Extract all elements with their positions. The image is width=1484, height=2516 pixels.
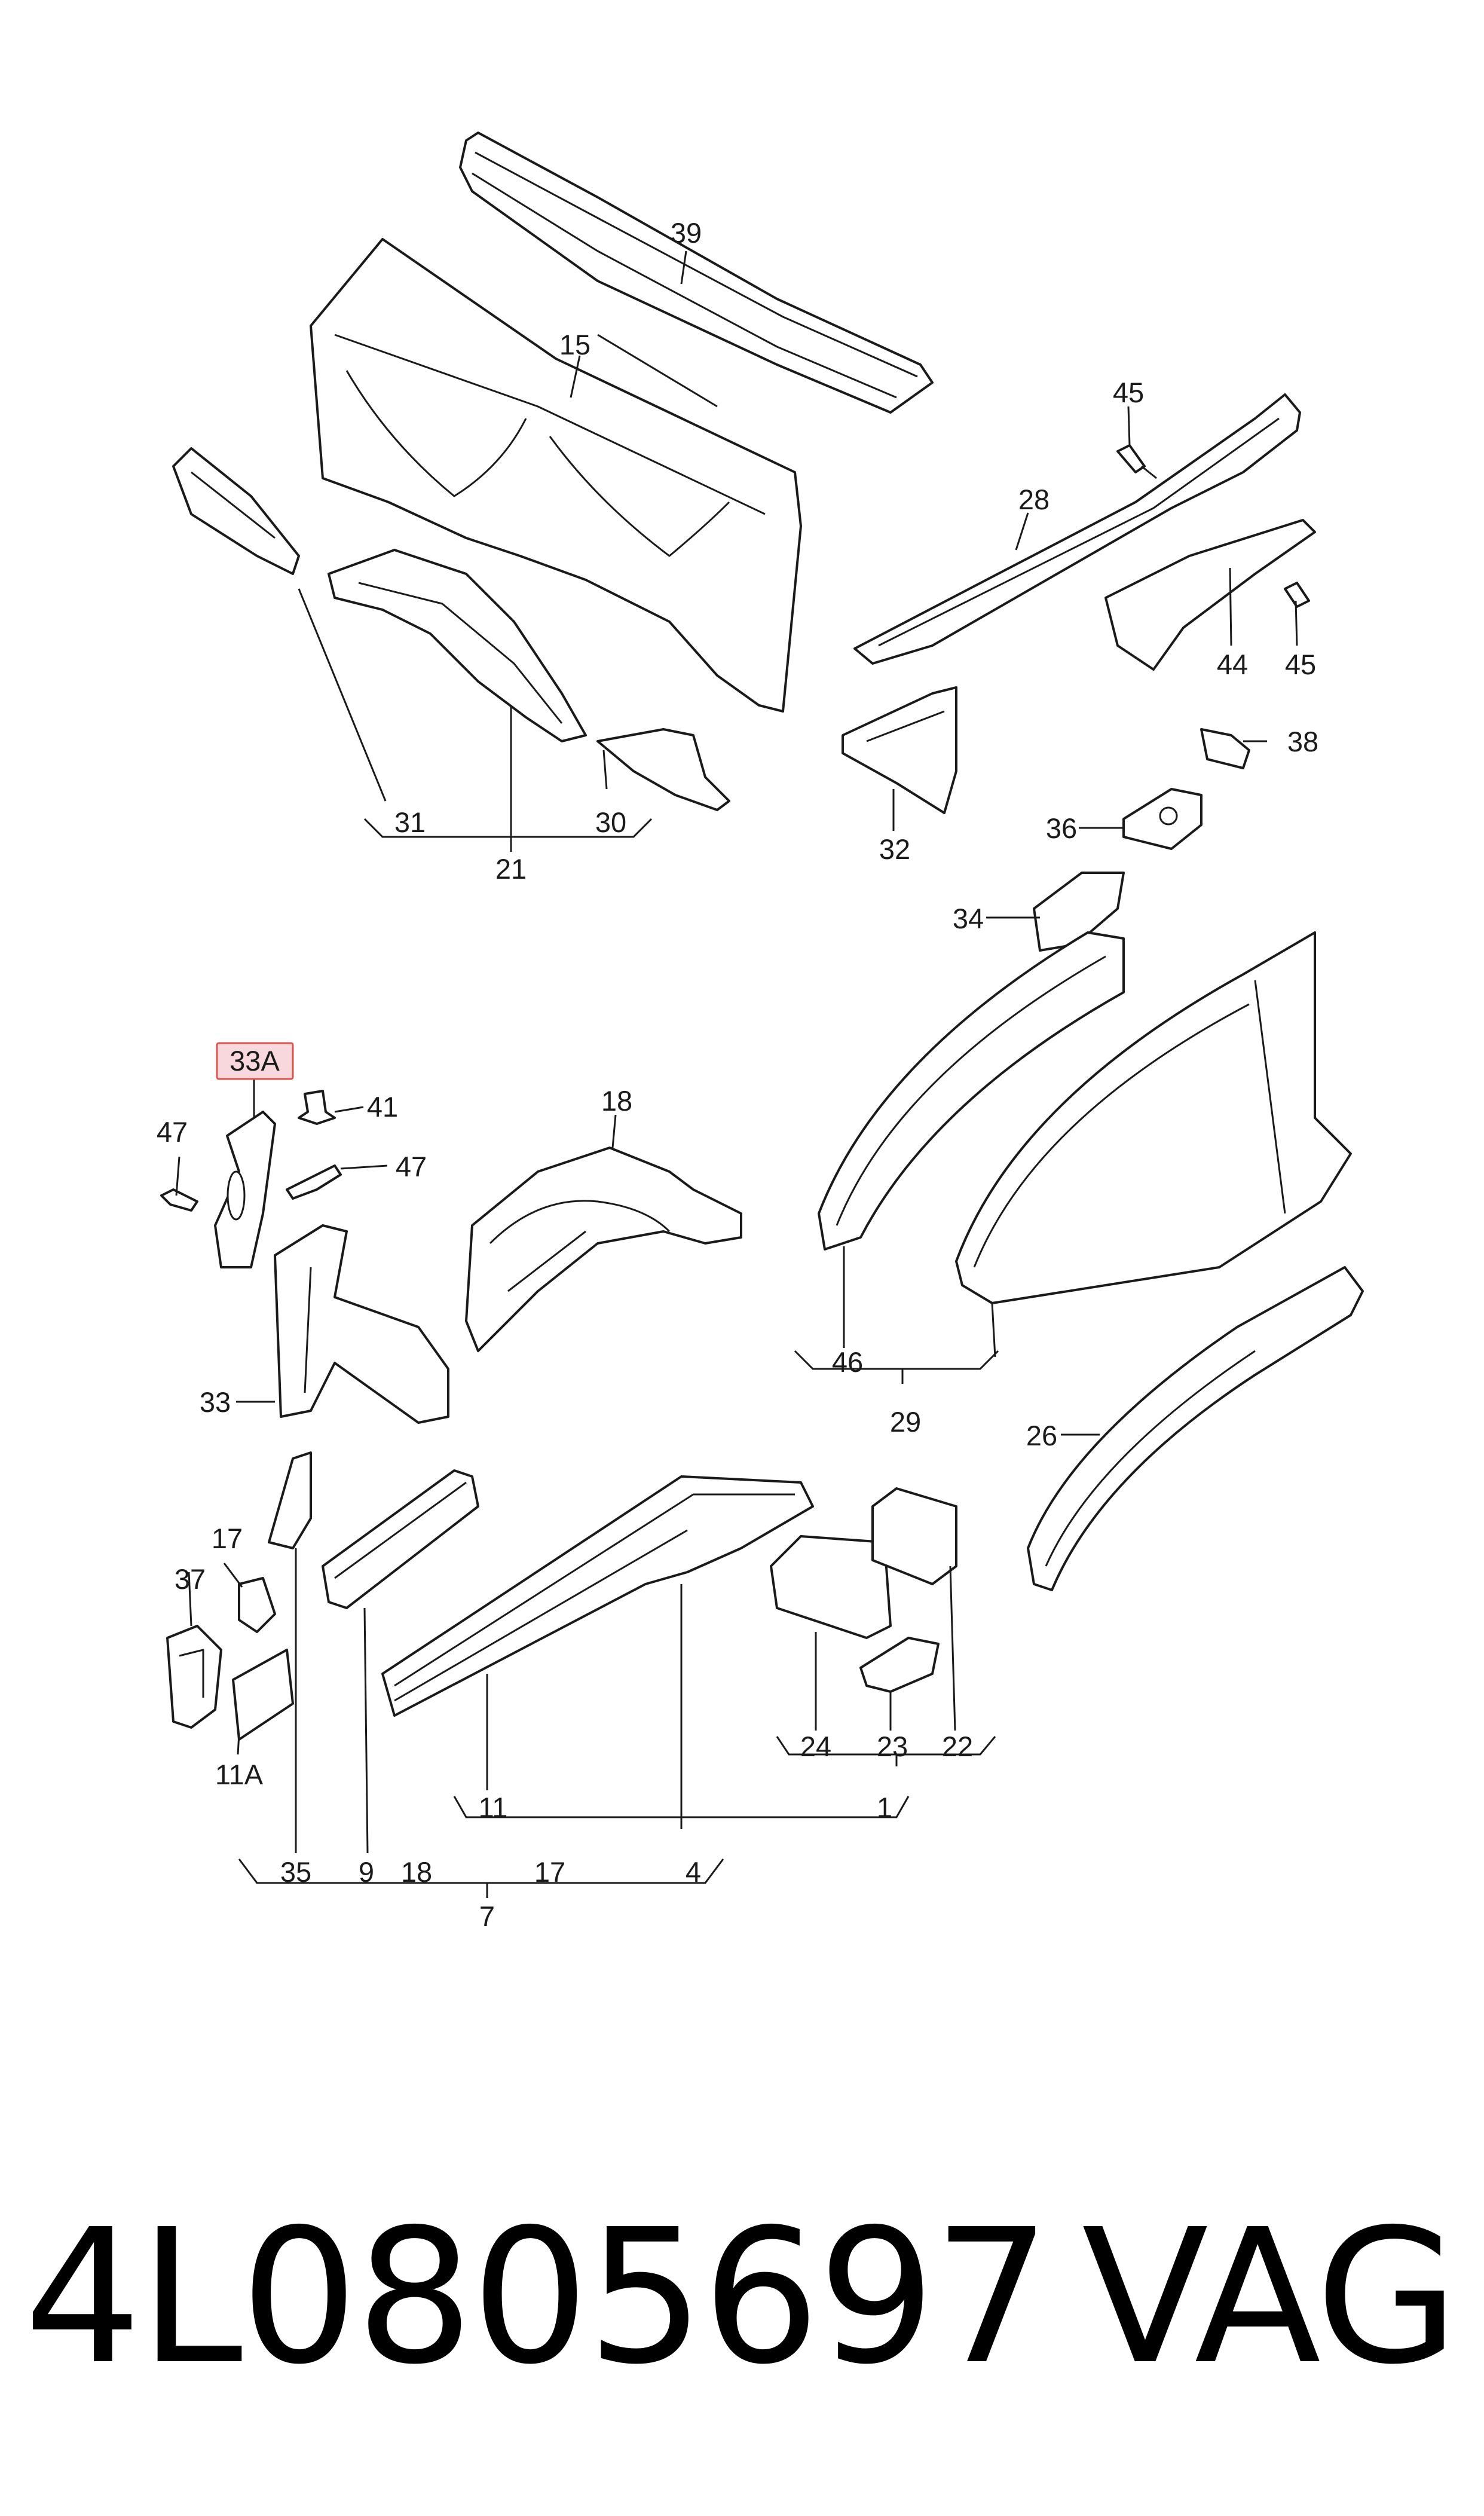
part-39-plenum-upper — [459, 132, 934, 414]
label-7: 7 — [479, 1900, 495, 1932]
label-21: 21 — [495, 853, 527, 885]
part-29-rail-inner — [818, 931, 1125, 1251]
part-21-support — [328, 549, 587, 742]
label-37: 37 — [175, 1563, 206, 1595]
part-17-plate — [238, 1577, 276, 1633]
part-23-plate — [859, 1637, 940, 1693]
label-9: 9 — [359, 1856, 374, 1888]
label-28: 28 — [1018, 484, 1049, 515]
part-31-panel — [172, 447, 300, 575]
label-34: 34 — [953, 903, 984, 934]
group-brackets — [238, 818, 999, 1898]
part-24-bracket — [770, 1535, 892, 1639]
part-32-bracket — [842, 686, 957, 814]
part-37-bracket — [166, 1625, 222, 1729]
label-36: 36 — [1046, 812, 1077, 844]
brand-name: VAG — [1082, 2190, 1457, 2405]
part-45-bolt-lower — [1284, 582, 1310, 608]
part-36-plate — [1122, 788, 1203, 850]
label-44: 44 — [1217, 649, 1248, 680]
label-4: 4 — [686, 1856, 701, 1888]
part-45-bolt-upper — [1116, 444, 1146, 473]
label-11: 11 — [479, 1792, 508, 1823]
label-41: 41 — [367, 1091, 398, 1123]
leader-lines — [175, 250, 1298, 1854]
label-1: 1 — [877, 1792, 892, 1823]
part-22-plate — [871, 1487, 957, 1585]
part-44-bracket — [1104, 519, 1316, 671]
label-29: 29 — [890, 1406, 921, 1438]
part-47-bolt-right — [286, 1164, 342, 1200]
part-34-bracket — [1033, 872, 1125, 952]
part-33-pillar — [274, 1224, 449, 1424]
label-47-left: 47 — [157, 1116, 188, 1148]
part-15-bulkhead — [310, 238, 802, 713]
label-18-upper: 18 — [601, 1085, 632, 1117]
label-24: 24 — [800, 1731, 831, 1762]
callout-labels: 39 15 45 28 44 45 38 32 36 34 31 30 21 3… — [157, 217, 1318, 1932]
label-18-lower: 18 — [401, 1856, 432, 1888]
part-30-panel — [596, 728, 730, 811]
label-47-right: 47 — [396, 1151, 427, 1182]
part-28-rail — [853, 393, 1301, 665]
label-26: 26 — [1026, 1420, 1057, 1451]
label-33: 33 — [200, 1386, 231, 1418]
part-4-frame-rail — [381, 1475, 814, 1717]
part-number: 4L0805697 — [24, 2190, 1049, 2405]
part-41-nut — [298, 1090, 336, 1125]
part-18-wheelhouse — [465, 1147, 742, 1352]
label-17-lower: 17 — [534, 1856, 565, 1888]
label-32: 32 — [879, 833, 910, 865]
part-26-rail — [1027, 1266, 1364, 1591]
highlight-box-33a — [216, 1042, 294, 1080]
part-38-stud — [1200, 728, 1250, 769]
part-11a-plate — [232, 1649, 294, 1741]
label-22: 22 — [942, 1731, 973, 1762]
label-35: 35 — [280, 1856, 311, 1888]
label-45-lower: 45 — [1285, 649, 1316, 680]
label-23: 23 — [877, 1731, 908, 1762]
label-15: 15 — [559, 329, 590, 360]
label-17-left: 17 — [212, 1523, 243, 1554]
part-35-bracket — [268, 1451, 312, 1549]
label-30: 30 — [595, 806, 626, 838]
label-45-upper: 45 — [1113, 377, 1144, 408]
label-39: 39 — [671, 217, 702, 249]
part-9-member — [322, 1469, 479, 1609]
part-47-bolt-left — [160, 1188, 198, 1212]
label-38: 38 — [1287, 726, 1318, 757]
part-29-rail-outer — [955, 931, 1352, 1304]
label-31: 31 — [394, 806, 426, 838]
label-46: 46 — [832, 1346, 863, 1378]
part-33a-bracket — [214, 1111, 276, 1268]
label-11a: 11A — [215, 1759, 264, 1790]
label-33a: 33A — [230, 1045, 280, 1077]
